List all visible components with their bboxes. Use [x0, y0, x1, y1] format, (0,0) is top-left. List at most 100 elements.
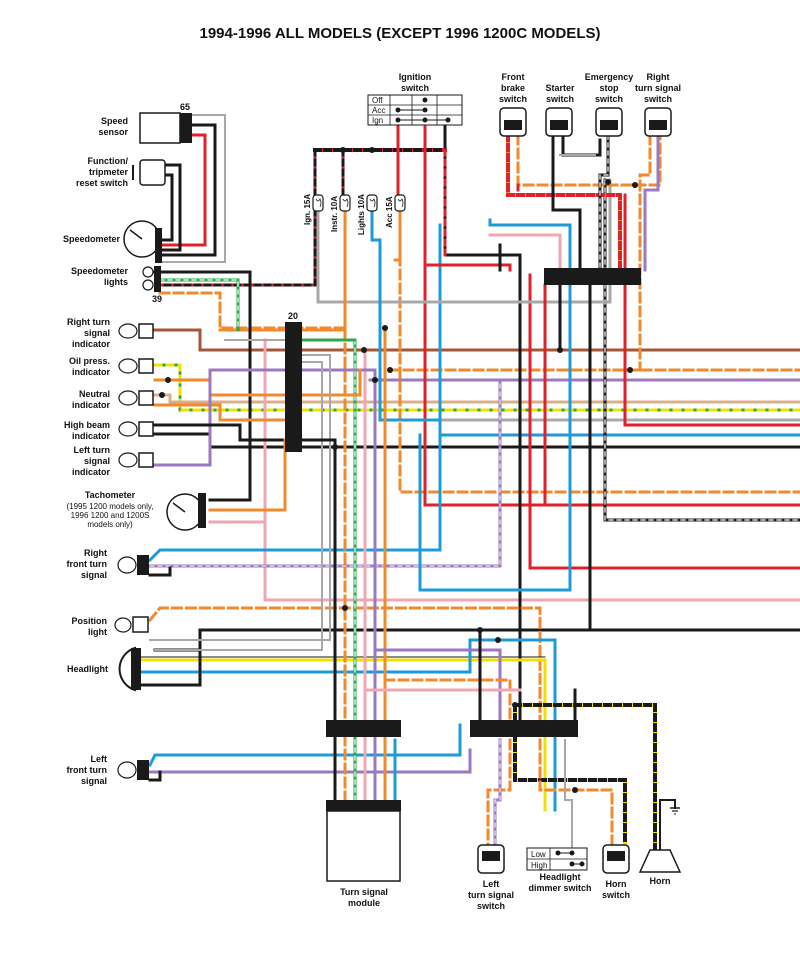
- fuse-icon: [394, 194, 406, 212]
- bulb-icon: [118, 323, 138, 339]
- wire-blue-lights-fuse: [370, 208, 442, 422]
- lt-ind-label-1: Left turn: [74, 445, 111, 455]
- junction-dot: [372, 377, 378, 383]
- rft-label-1: Right: [84, 548, 107, 558]
- oil-label-1: Oil press.: [69, 356, 110, 366]
- junction-dot: [387, 367, 393, 373]
- high-beam-indicator: High beam indicator: [64, 420, 154, 441]
- horn-sw-label-2: switch: [602, 890, 630, 900]
- ign-pos-acc: Acc: [372, 106, 385, 115]
- junction-dot: [627, 367, 633, 373]
- speedo-lights-label-2: lights: [104, 277, 128, 287]
- bulb-icon: [117, 761, 137, 779]
- wire-black-function-2: [158, 173, 174, 242]
- junction-dot: [340, 147, 346, 153]
- wire-pink-top-loop: [488, 233, 562, 272]
- wire-green-speedo-dash: [159, 279, 239, 331]
- wire-black-estop-dash: [599, 134, 609, 271]
- fbs-label-3: switch: [499, 94, 527, 104]
- wire-black-starter-2: [561, 133, 602, 157]
- ignition-switch: Ignition switch Off Acc Ign: [367, 72, 463, 126]
- wire-purple-rft-dash: [149, 379, 501, 567]
- fuse-icon: [339, 194, 351, 212]
- position-light: Position light: [72, 616, 149, 637]
- speedometer-lights-connector: [154, 266, 161, 292]
- junction-dot: [342, 605, 348, 611]
- rt-ind-label-1: Right turn: [67, 317, 110, 327]
- headlight-dimmer-switch: Low High Headlight dimmer switch: [526, 847, 592, 893]
- connector-mid-right: [470, 720, 578, 737]
- front-brake-switch: Front brake switch: [499, 72, 527, 137]
- horn-switch: Horn switch: [602, 844, 630, 900]
- speedometer-connector: [155, 228, 162, 263]
- fuse-label-acc: Acc 15A: [385, 196, 394, 228]
- fuse-label-lights: Lights 10A: [357, 194, 366, 235]
- starter-switch: Starter switch: [545, 83, 575, 137]
- wire-brown-350: [148, 328, 800, 352]
- wire-black-520-dash: [604, 179, 800, 521]
- wire-black-head: [138, 628, 202, 687]
- starter-label-2: switch: [546, 94, 574, 104]
- fuse-icon: [312, 194, 324, 212]
- wire-orange-brake-dash: [506, 133, 622, 272]
- junction-dot: [495, 637, 501, 643]
- wire-blue-head: [138, 638, 557, 812]
- lft-label-3: signal: [81, 776, 107, 786]
- lt-ind-label-2: signal: [84, 456, 110, 466]
- junction-dot: [361, 347, 367, 353]
- connector-block: [326, 720, 401, 737]
- wires: [138, 114, 800, 852]
- function-switch-label-2: tripmeter: [89, 167, 129, 177]
- wire-orange-mid-1: [383, 678, 512, 727]
- bulb-icon: [142, 279, 154, 291]
- headlight: Headlight: [67, 646, 141, 692]
- junction-dot: [165, 377, 171, 383]
- indicator-socket: [138, 421, 154, 437]
- fuse-acc: Acc 15A: [385, 194, 406, 228]
- neutral-indicator: Neutral indicator: [72, 389, 154, 410]
- speed-sensor-label-1: Speed: [101, 116, 128, 126]
- wire-gray-20-out: [149, 354, 331, 641]
- wire-green-speedo: [158, 278, 240, 332]
- ltss-label-2: turn signal: [468, 890, 514, 900]
- speed-sensor-label-2: sensor: [98, 127, 128, 137]
- wire-black-high: [153, 423, 287, 442]
- position-label-2: light: [88, 627, 107, 637]
- tsm-label-1: Turn signal: [340, 887, 388, 897]
- function-switch-body: [139, 159, 166, 186]
- indicator-socket: [138, 358, 154, 374]
- junction-dot: [512, 702, 518, 708]
- fuses: Ign. 15A Instr. 10A Lights 10A Acc 15A: [303, 194, 406, 235]
- connector-block: [544, 268, 641, 285]
- bulb-icon: [117, 556, 137, 574]
- indicator-socket: [138, 452, 154, 468]
- right-turn-signal-switch: Right turn signal switch: [635, 72, 681, 137]
- bulb-icon: [118, 452, 138, 468]
- connector-block: [285, 322, 302, 452]
- headlight-connector: [131, 648, 141, 690]
- high-beam-label-2: indicator: [72, 431, 111, 441]
- dimmer-label-2: dimmer switch: [528, 883, 591, 893]
- wire-gray-ign-fuse: [316, 178, 612, 304]
- connector-number: 65: [180, 102, 190, 112]
- wire-blue-top-loop: [418, 218, 572, 592]
- estop-label-1: Emergency: [585, 72, 634, 82]
- estop-label-2: stop: [600, 83, 620, 93]
- wire-yellow-head: [138, 658, 547, 812]
- tach-label-2: (1995 1200 models only,: [66, 502, 153, 511]
- junction-dot: [605, 179, 611, 185]
- wire-purple-rtss: [643, 133, 660, 272]
- wire-red-black-drop1-dash: [158, 148, 317, 287]
- connector-block: [470, 720, 578, 737]
- lft-label-2: front turn: [67, 765, 108, 775]
- left-turn-signal-switch: Left turn signal switch: [468, 844, 514, 911]
- wire-purple-lft: [148, 748, 472, 774]
- rft-label-2: front turn: [67, 559, 108, 569]
- bulb-icon: [118, 390, 138, 406]
- fuse-label-ign: Ign. 15A: [303, 194, 312, 225]
- horn-label: Horn: [650, 876, 671, 886]
- left-front-turn-signal: Left front turn signal: [67, 754, 149, 786]
- wire-black-starter: [551, 133, 582, 272]
- wire-red-425: [623, 193, 800, 427]
